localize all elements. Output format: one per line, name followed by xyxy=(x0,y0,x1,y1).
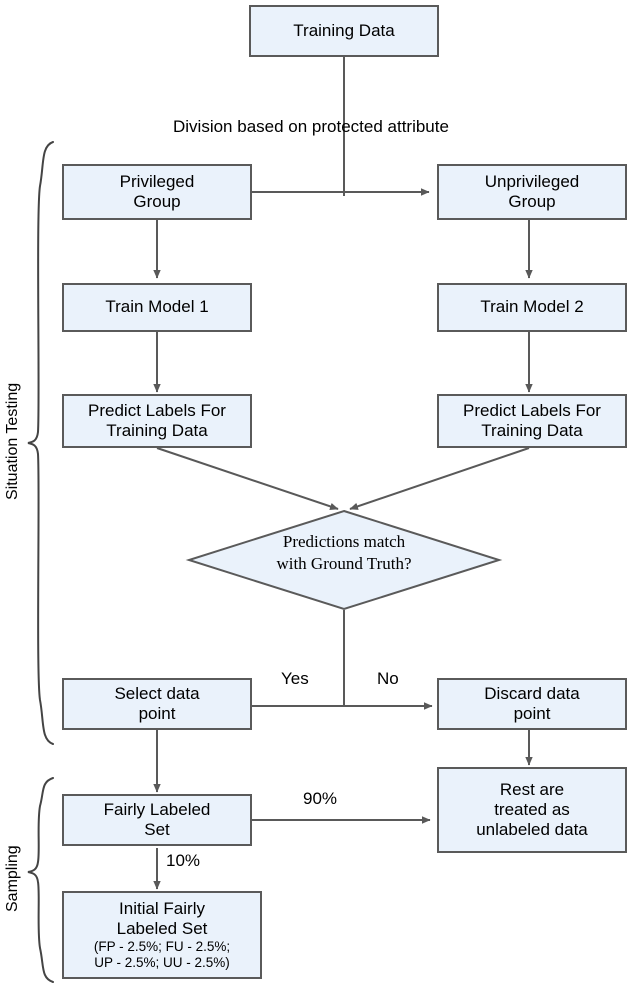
phase-label-situation-testing: Situation Testing xyxy=(4,382,21,500)
node-train-model-2-line1: Train Model 2 xyxy=(480,297,584,317)
edge-predict-left-to-decision xyxy=(156,447,339,510)
node-select-data-point-line2: point xyxy=(138,704,176,723)
node-training-data-line1: Training Data xyxy=(293,20,395,40)
brace-situation-testing xyxy=(27,141,54,745)
node-unprivileged-group-line2: Group xyxy=(508,192,556,211)
node-train-model-1[interactable]: Train Model 1 xyxy=(62,283,252,332)
node-predict-labels-left-line1: Predict Labels For xyxy=(88,400,226,420)
node-fairly-labeled-set-line2: Set xyxy=(144,820,170,839)
node-select-data-point[interactable]: Select data point xyxy=(62,678,252,730)
node-rest-unlabeled-line2: treated as xyxy=(494,799,570,819)
edge-predict-right-to-decision xyxy=(349,447,530,510)
node-initial-fairly-labeled-set[interactable]: Initial Fairly Labeled Set (FP - 2.5%; F… xyxy=(62,891,262,979)
node-rest-unlabeled[interactable]: Rest are treated as unlabeled data xyxy=(437,767,627,853)
node-initial-fairly-labeled-set-line2: Labeled Set xyxy=(116,918,208,938)
node-discard-data-point[interactable]: Discard data point xyxy=(437,678,627,730)
node-train-model-2[interactable]: Train Model 2 xyxy=(437,283,627,332)
division-caption: Division based on protected attribute xyxy=(173,117,449,136)
node-train-model-1-line1: Train Model 1 xyxy=(105,297,209,317)
brace-sampling xyxy=(27,777,54,983)
node-initial-fairly-labeled-set-line1: Initial Fairly xyxy=(119,898,205,918)
node-select-data-point-line1: Select data xyxy=(114,683,200,703)
node-privileged-group-line1: Privileged xyxy=(119,171,195,191)
node-unprivileged-group[interactable]: Unprivileged Group xyxy=(437,164,627,220)
node-privileged-group[interactable]: Privileged Group xyxy=(62,164,252,220)
node-fairly-labeled-set-line1: Fairly Labeled xyxy=(103,799,211,819)
node-privileged-group-line2: Group xyxy=(133,192,181,211)
node-discard-data-point-line1: Discard data xyxy=(484,683,580,703)
phase-label-sampling: Sampling xyxy=(4,845,21,912)
node-rest-unlabeled-line1: Rest are xyxy=(499,779,565,799)
edge-label-90-percent: 90% xyxy=(303,789,338,808)
node-training-data[interactable]: Training Data xyxy=(249,5,439,57)
edge-label-yes: Yes xyxy=(281,669,309,688)
edge-label-no: No xyxy=(377,669,399,688)
node-predict-labels-right-line1: Predict Labels For xyxy=(463,400,601,420)
node-unprivileged-group-line1: Unprivileged xyxy=(484,171,580,191)
node-rest-unlabeled-line3: unlabeled data xyxy=(476,820,588,840)
node-predict-labels-left-line2: Training Data xyxy=(106,421,208,440)
edge-label-10-percent: 10% xyxy=(166,851,201,870)
node-initial-fairly-labeled-set-sub2: UP - 2.5%; UU - 2.5%) xyxy=(94,955,230,971)
node-predict-labels-right[interactable]: Predict Labels For Training Data xyxy=(437,394,627,448)
node-predict-labels-left[interactable]: Predict Labels For Training Data xyxy=(62,394,252,448)
node-initial-fairly-labeled-set-sub1: (FP - 2.5%; FU - 2.5%; xyxy=(93,938,231,954)
node-fairly-labeled-set[interactable]: Fairly Labeled Set xyxy=(62,794,252,846)
node-predict-labels-right-line2: Training Data xyxy=(481,421,583,440)
node-discard-data-point-line2: point xyxy=(513,704,551,723)
